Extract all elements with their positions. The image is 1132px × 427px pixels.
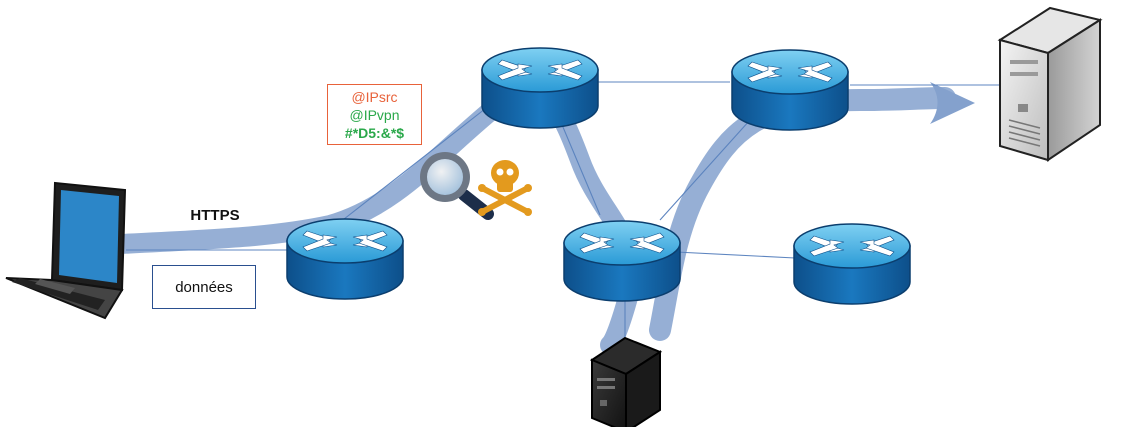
router-icon: [731, 49, 849, 131]
router-5: [793, 223, 911, 305]
packet-header-box: @IPsrc @IPvpn #*D5:&*$: [327, 84, 422, 145]
encrypted-label: #*D5:&*$: [344, 124, 405, 141]
ip-src-label: @IPsrc: [351, 88, 398, 105]
router-icon: [793, 223, 911, 305]
router-icon: [481, 47, 599, 129]
skull-crossbones-icon: [478, 160, 532, 216]
router-icon: [286, 218, 404, 300]
server-icon: [997, 6, 1103, 162]
server-icon: [589, 336, 663, 427]
router-2: [481, 47, 599, 129]
payload-label: données: [175, 278, 233, 296]
payload-box: données: [152, 265, 256, 309]
router-icon: [563, 220, 681, 302]
protocol-label: HTTPS: [190, 207, 240, 224]
magnifier-icon: [420, 152, 494, 220]
ip-vpn-label: @IPvpn: [349, 106, 400, 123]
router-3: [731, 49, 849, 131]
laptop-icon: [5, 181, 127, 320]
router-4: [563, 220, 681, 302]
router-1: [286, 218, 404, 300]
